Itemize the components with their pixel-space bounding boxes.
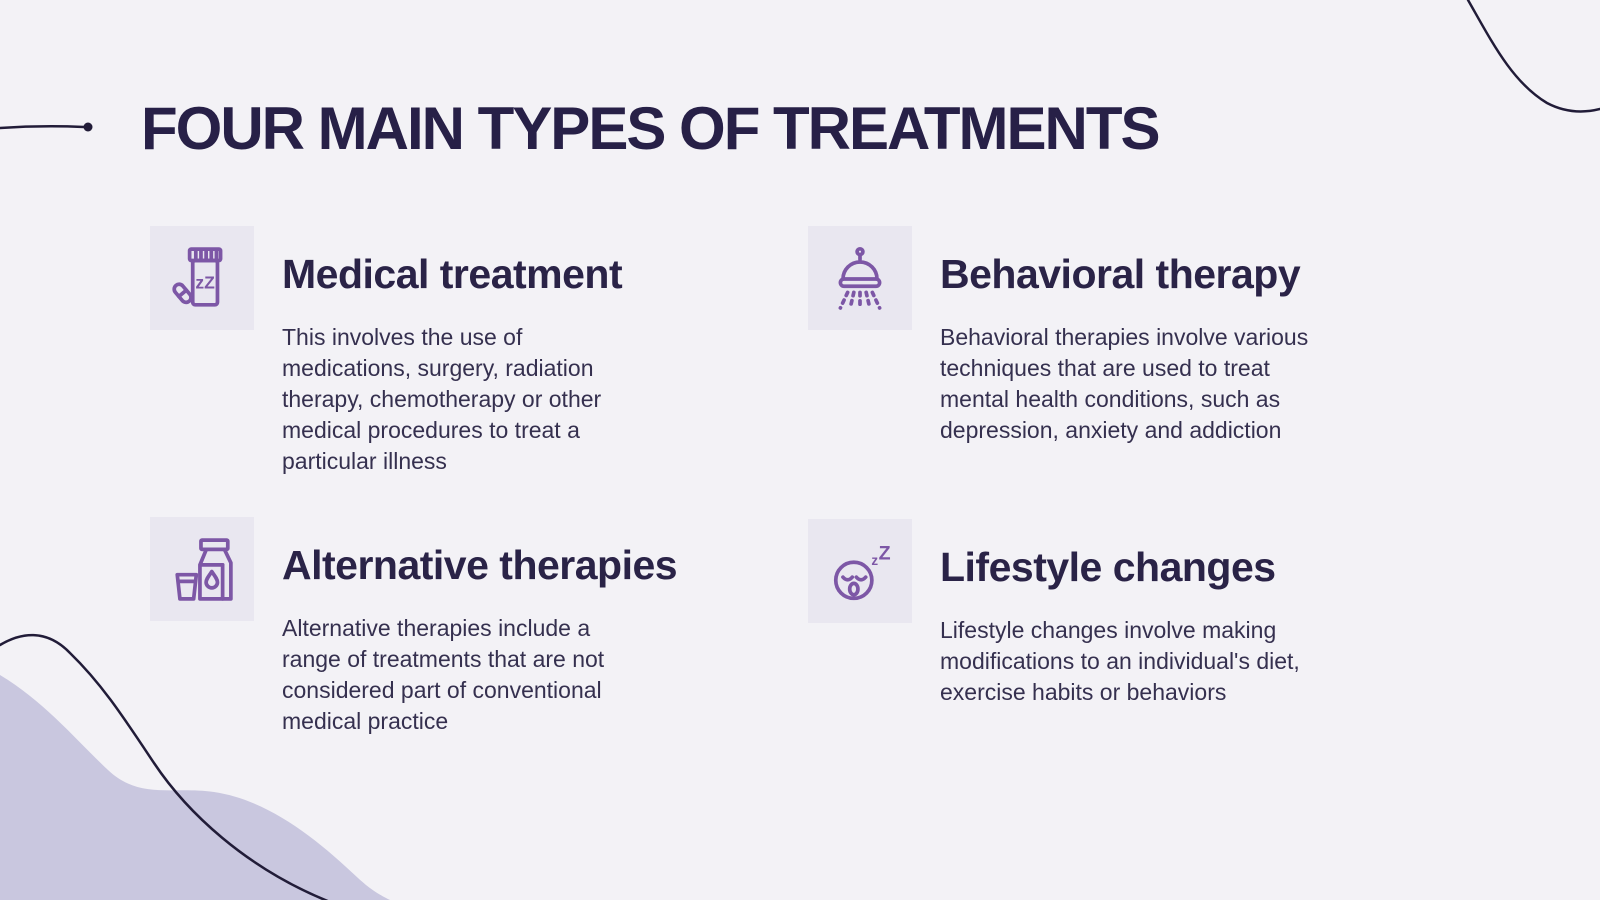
milk-carton-glass-icon bbox=[175, 538, 233, 601]
top-right-curve-line bbox=[1466, 0, 1600, 113]
face-z-big: Z bbox=[879, 543, 891, 565]
card-title: Medical treatment bbox=[282, 251, 623, 297]
sleeping-pills-icon: zZ bbox=[172, 247, 223, 307]
icon-tile bbox=[808, 226, 912, 330]
icon-tile bbox=[150, 517, 254, 621]
card-title: Alternative therapies bbox=[282, 542, 678, 588]
card-body: Behavioral therapies involve various tec… bbox=[940, 324, 1309, 443]
bottom-left-curve-line bbox=[0, 633, 329, 900]
top-left-line-dot bbox=[83, 122, 93, 132]
bottle-zz-label: zZ bbox=[195, 272, 215, 292]
card-title: Lifestyle changes bbox=[940, 544, 1276, 590]
shower-head-icon bbox=[838, 246, 882, 310]
corner-blob-shape bbox=[0, 675, 390, 900]
icon-tile: zZ bbox=[150, 226, 254, 330]
icon-tile: z Z bbox=[808, 519, 912, 623]
sleeping-face-icon: z Z bbox=[833, 543, 891, 601]
card-body: Alternative therapies include a range of… bbox=[282, 615, 605, 734]
card-title: Behavioral therapy bbox=[940, 251, 1301, 297]
face-z-small: z bbox=[871, 553, 878, 568]
card-body: Lifestyle changes involve making modific… bbox=[940, 617, 1300, 705]
slide-title: FOUR MAIN TYPES OF TREATMENTS bbox=[141, 95, 1161, 162]
card-body: This involves the use of medications, su… bbox=[282, 324, 602, 474]
top-left-line bbox=[0, 125, 86, 130]
